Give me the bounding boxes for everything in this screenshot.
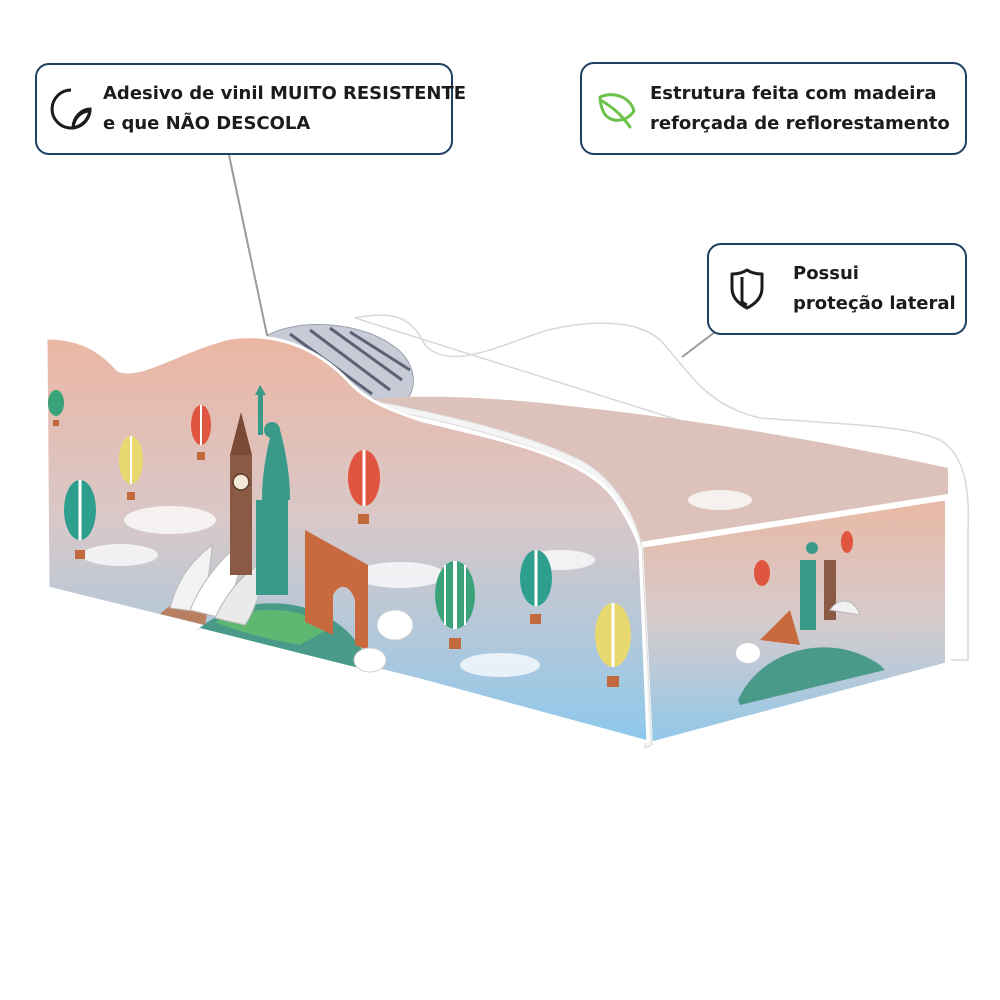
callout-wood-line1: Estrutura feita com madeira — [650, 82, 937, 104]
triumphal-arch — [305, 530, 368, 650]
side-panel — [44, 335, 650, 744]
callout-vinyl-sticker: Adesivo de vinil MUITO RESISTENTE e que … — [35, 63, 466, 155]
callout-side-protection: Possui proteção lateral — [707, 243, 967, 335]
callout-protection-line2: proteção lateral — [793, 293, 956, 314]
callout-vinyl-line2: e que NÃO DESCOLA — [103, 113, 311, 134]
callout-wood-line2: reforçada de reflorestamento — [650, 112, 950, 134]
back-rail — [354, 314, 970, 661]
foot-panel-artwork — [736, 531, 885, 705]
pointer-line-protection — [681, 331, 716, 358]
balloons — [48, 390, 631, 687]
statue-of-liberty — [255, 385, 290, 595]
leaf-icon — [594, 87, 638, 131]
callout-wood-structure: Estrutura feita com madeira reforçada de… — [580, 62, 967, 155]
mattress — [372, 396, 948, 545]
sticker-peel-icon — [47, 85, 95, 133]
big-ben — [230, 412, 252, 575]
shield-icon — [727, 267, 767, 311]
callout-protection-line1: Possui — [793, 263, 859, 284]
callout-vinyl-line1: Adesivo de vinil MUITO RESISTENTE — [103, 83, 467, 104]
